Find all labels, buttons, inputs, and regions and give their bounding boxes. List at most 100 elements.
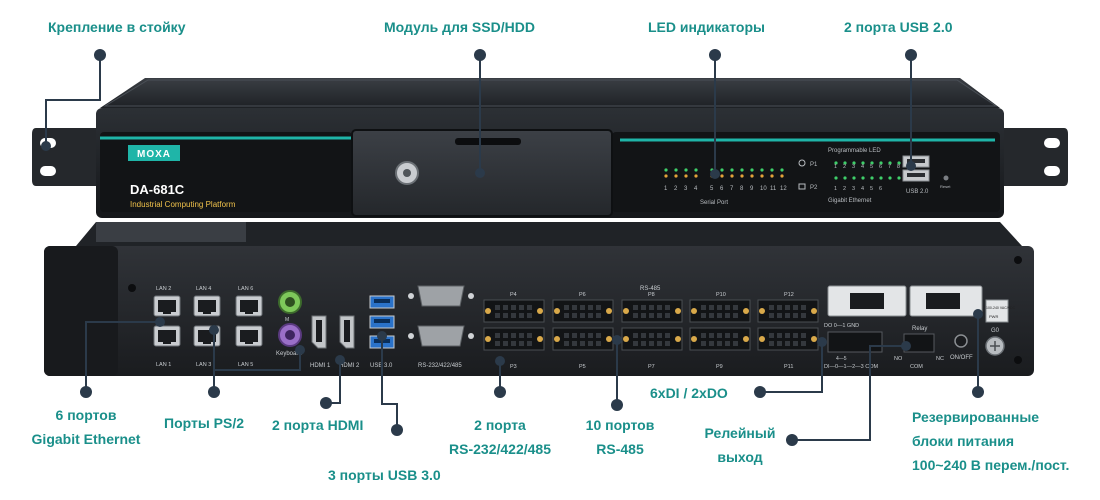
programmable-led <box>834 161 838 165</box>
ssd-bay-handle[interactable] <box>455 138 521 145</box>
rs485-terminal-block[interactable] <box>621 327 683 351</box>
rs485-terminal-block[interactable] <box>483 327 545 351</box>
hdmi-2-port[interactable] <box>339 315 355 349</box>
hdmi-1-port[interactable] <box>311 315 327 349</box>
moxa-logo-text: MOXA <box>137 149 171 160</box>
programmable-led-number: 1 <box>834 164 837 170</box>
ps2-mouse-label: M <box>285 317 289 323</box>
serial-led-rx <box>720 168 724 172</box>
ethernet-led <box>852 176 856 180</box>
serial-led-number: 4 <box>694 186 698 192</box>
gigabit-ethernet-label: Gigabit Ethernet <box>828 198 872 204</box>
serial-led-rx <box>674 168 678 172</box>
serial-led-number: 1 <box>664 186 668 192</box>
serial-led-rx <box>684 168 688 172</box>
rs485-terminal-block[interactable] <box>483 299 545 323</box>
programmable-led-number: 5 <box>870 164 873 170</box>
rs485-terminal-block[interactable] <box>689 299 751 323</box>
dio-terminal[interactable] <box>827 331 883 353</box>
programmable-led <box>852 161 856 165</box>
callout-psu-line2: блоки питания <box>912 432 1014 449</box>
lan-port[interactable] <box>153 325 181 347</box>
ps2-keyboard-label: Keyboard <box>276 351 302 357</box>
lan-port[interactable] <box>235 295 263 317</box>
rs485-bottom-label: P11 <box>784 364 793 370</box>
serial-led-tx <box>770 174 774 178</box>
serial-led-tx <box>760 174 764 178</box>
ethernet-led <box>897 176 901 180</box>
lan-bottom-label: LAN 3 <box>196 362 211 368</box>
model-name: DA-681C <box>130 182 185 197</box>
programmable-led-number: 2 <box>843 164 846 170</box>
programmable-led-number: 8 <box>897 164 900 170</box>
db9-port-2[interactable] <box>408 325 474 347</box>
p1-label: P1 <box>810 162 818 168</box>
ground-label: G0 <box>991 328 1000 334</box>
callout-usb2: 2 порта USB 2.0 <box>844 19 953 35</box>
lan-bottom-label: LAN 5 <box>238 362 253 368</box>
ethernet-led <box>843 176 847 180</box>
serial-led-number: 10 <box>760 186 767 192</box>
rs485-terminal-block[interactable] <box>757 327 819 351</box>
relay-nc-label: NC <box>936 356 944 362</box>
target-dots <box>41 141 983 366</box>
callout-rack-mount: Крепление в стойку <box>48 19 186 35</box>
serial-led-rx <box>780 168 784 172</box>
rs485-terminal-block[interactable] <box>689 327 751 351</box>
programmable-led <box>870 161 874 165</box>
rs485-terminal-block[interactable] <box>552 299 614 323</box>
hdmi-2-label: HDMI 2 <box>339 363 360 369</box>
front-top-cover <box>100 78 1000 108</box>
lan-top-label: LAN 4 <box>196 286 211 292</box>
lan-port[interactable] <box>235 325 263 347</box>
serial-led-tx <box>694 174 698 178</box>
lan-top-label: LAN 2 <box>156 286 171 292</box>
callout-dido: 6xDI / 2xDO <box>650 385 728 401</box>
leader-dots <box>80 49 984 446</box>
power-button[interactable] <box>954 334 968 348</box>
ethernet-led-number: 1 <box>834 186 837 192</box>
model-subtitle: Industrial Computing Platform <box>130 200 236 209</box>
programmable-led-number: 6 <box>879 164 882 170</box>
serial-led-number: 6 <box>720 186 724 192</box>
serial-led-number: 5 <box>710 186 714 192</box>
programmable-led-number: 4 <box>861 164 864 170</box>
ethernet-led <box>879 176 883 180</box>
ethernet-led <box>870 176 874 180</box>
db9-port-1[interactable] <box>408 285 474 307</box>
callout-rs485-line2: RS-485 <box>596 440 644 457</box>
rs485-bottom-label: P7 <box>648 364 655 370</box>
reset-label: Reset <box>940 184 951 189</box>
rs485-terminal-block[interactable] <box>621 299 683 323</box>
relay-no-label: NO <box>894 356 903 362</box>
callout-psu-line3: 100~240 В перем./пост. <box>912 456 1070 473</box>
rs485-label: RS-485 <box>640 286 661 292</box>
usb3-port[interactable] <box>369 295 395 309</box>
rs485-top-label: P8 <box>648 292 655 298</box>
rs485-bottom-label: P3 <box>510 364 517 370</box>
lan-port[interactable] <box>153 295 181 317</box>
usb3-port[interactable] <box>369 315 395 329</box>
callout-ethernet-line1: 6 портов <box>55 407 117 423</box>
hdmi-1-label: HDMI 1 <box>310 363 331 369</box>
rs232-label: RS-232/422/485 <box>418 363 462 369</box>
callout-led: LED индикаторы <box>648 19 765 35</box>
relay-label: Relay <box>912 326 927 332</box>
lan-top-label: LAN 6 <box>238 286 253 292</box>
serial-led-rx <box>664 168 668 172</box>
onoff-label: ON/OFF <box>950 355 973 361</box>
ethernet-led-number: 2 <box>843 186 846 192</box>
serial-led-number: 2 <box>674 186 678 192</box>
lan-port[interactable] <box>193 295 221 317</box>
reset-button[interactable] <box>943 175 949 181</box>
rs485-bottom-label: P9 <box>716 364 723 370</box>
rs485-top-label: P12 <box>784 292 794 298</box>
ethernet-led-number: 3 <box>852 186 855 192</box>
serial-port-label: Serial Port <box>700 200 728 206</box>
rs485-terminal-block[interactable] <box>552 327 614 351</box>
callout-psu: Резервированные блоки питания 100~240 В … <box>912 406 1069 477</box>
callout-rs485: 10 портов RS-485 <box>570 414 670 462</box>
rs485-terminal-block[interactable] <box>757 299 819 323</box>
